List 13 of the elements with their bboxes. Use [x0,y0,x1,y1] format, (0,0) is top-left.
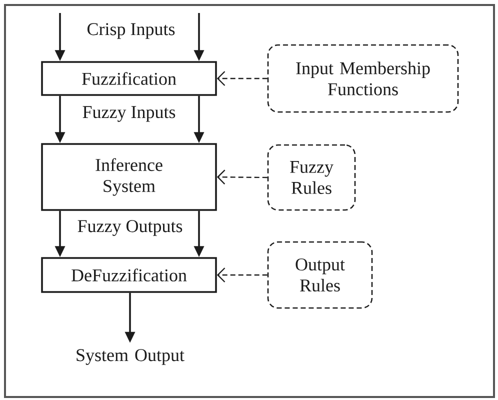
dashed-box: Fuzzy Rules [267,144,356,211]
dashed-arrow [216,268,268,282]
text-label: System Output [76,349,184,365]
dashed-arrow [216,170,268,184]
flow-label: Crisp Inputs [87,23,175,39]
dashed-box: Output Rules [267,241,373,309]
flow-label: Fuzzy Outputs [78,220,182,236]
dashed-box: Input Membership Functions [267,44,459,113]
process-box: Fuzzification [41,61,217,96]
process-box: DeFuzzification [41,257,217,293]
flow-label: Fuzzy Inputs [82,106,176,122]
dashed-arrow [216,71,268,86]
process-box: Inference System [41,143,217,211]
